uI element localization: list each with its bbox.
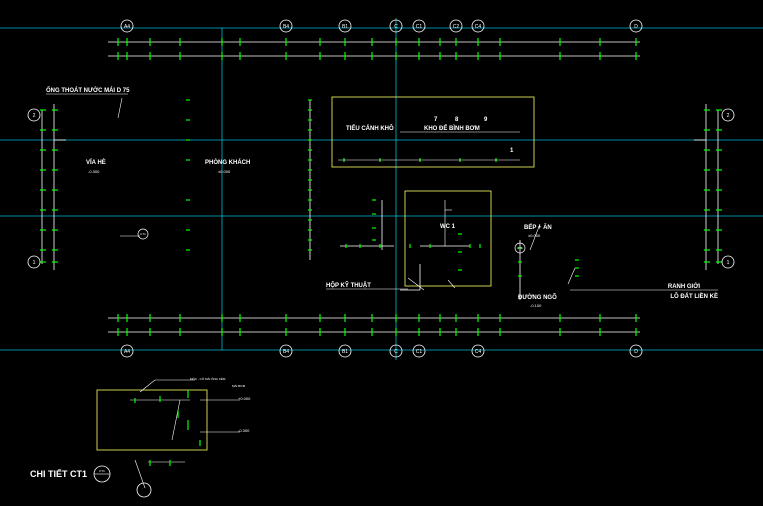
stair-step-8: 8	[455, 117, 459, 123]
top-axis-bubble-0: A4	[120, 19, 134, 33]
detail-title: CHI TIẾT CT1	[30, 469, 87, 479]
stair-lines	[117, 97, 576, 291]
ct1-marker-detail: CT1	[93, 465, 111, 483]
detail-circle	[136, 482, 152, 498]
stair-step-1: 1	[510, 148, 514, 154]
detail-level-bottom: -0.300	[238, 428, 250, 433]
dimension-ticks	[40, 38, 722, 336]
svg-text:CT1: CT1	[140, 232, 146, 236]
bottom-axis-bubble-5: C4	[471, 344, 485, 358]
top-axis-bubbles: A4 B4 B1 C C1 C2 C4 D	[120, 19, 643, 33]
bottom-axis-bubble-4: C1	[412, 344, 426, 358]
svg-text:C: C	[394, 349, 398, 355]
svg-text:D: D	[634, 349, 638, 355]
wc-box	[404, 190, 492, 287]
bottom-axis-bubble-6: D	[629, 344, 643, 358]
svg-text:2: 2	[727, 113, 730, 119]
svg-text:C4: C4	[475, 349, 482, 355]
detail-level-top: +0.000	[238, 396, 251, 401]
stair-step-9: 9	[484, 117, 488, 123]
side-axis-bubble-right-1: 1	[721, 255, 735, 269]
tech-box-label: HỘP KỸ THUẬT	[326, 281, 371, 289]
svg-text:C: C	[394, 24, 398, 30]
svg-text:C2: C2	[453, 24, 460, 30]
ct1-marker-kitchen: CT1	[514, 242, 526, 254]
alley-label: ĐƯỜNG NGÕ	[518, 293, 557, 301]
svg-text:C1: C1	[416, 349, 423, 355]
svg-text:2: 2	[33, 113, 36, 119]
side-axis-bubble-left-0: 2	[27, 108, 41, 122]
axis-grid	[0, 18, 763, 360]
boundary-label-2: LÔ ĐẤT LIỀN KỀ	[670, 292, 718, 300]
svg-text:B4: B4	[283, 349, 289, 355]
top-axis-bubble-6: C4	[471, 19, 485, 33]
alley-level: -0.100	[530, 303, 542, 308]
detail-ct1-box	[96, 389, 208, 451]
svg-text:A4: A4	[124, 349, 130, 355]
detail-ct1-ticks	[134, 390, 201, 466]
living-room-label: PHÒNG KHÁCH	[205, 158, 250, 166]
svg-text:B1: B1	[342, 24, 348, 30]
svg-text:C1: C1	[416, 24, 423, 30]
svg-text:C4: C4	[475, 24, 482, 30]
wall-outline	[41, 41, 719, 333]
svg-text:CT1: CT1	[99, 469, 105, 473]
detail-ct1-lines	[130, 379, 240, 489]
drain-pipe-label: ỐNG THOÁT NƯỚC MÁI D 75	[46, 86, 130, 94]
top-axis-bubble-1: B4	[279, 19, 293, 33]
svg-text:CT1: CT1	[517, 246, 523, 250]
stair-step-7: 7	[434, 117, 438, 123]
svg-text:1: 1	[33, 260, 36, 266]
svg-text:1: 1	[727, 260, 730, 266]
top-axis-bubble-2: B1	[338, 19, 352, 33]
side-axis-bubble-left-1: 1	[27, 255, 41, 269]
highlight-boxes	[96, 96, 535, 451]
boundary-label-1: RANH GIỚI	[668, 282, 700, 290]
drain-tank-label: KHO ĐỂ BÌNH BƠM	[424, 124, 480, 132]
top-axis-bubble-3: C	[389, 19, 403, 33]
svg-text:D: D	[634, 24, 638, 30]
detail-note-2: MẢI BƠM	[232, 383, 246, 388]
kitchen-level: ±0.000	[528, 233, 541, 238]
detail-note-1: MÓC - CỔ MÁI ỐNG KẼM	[190, 376, 226, 381]
kitchen-label: BẾP + ĂN	[524, 224, 552, 231]
ct1-marker-main: CT1	[137, 228, 149, 240]
dry-landscape-label: TIỂU CẢNH KHÔ	[346, 124, 394, 132]
svg-text:B1: B1	[342, 349, 348, 355]
top-axis-bubble-5: C2	[449, 19, 463, 33]
bottom-axis-bubble-0: A4	[120, 344, 134, 358]
bottom-axis-bubbles: A4 B4 B1 C C1 C4 D	[120, 344, 643, 358]
sidewalk-level: -0.300	[88, 169, 100, 174]
landscape-box	[331, 96, 535, 168]
svg-text:A4: A4	[124, 24, 130, 30]
bottom-axis-bubble-3: C	[389, 344, 403, 358]
top-axis-bubble-7: D	[629, 19, 643, 33]
side-axis-bubble-right-0: 2	[721, 108, 735, 122]
wc-label: WC 1	[440, 224, 456, 230]
living-room-level: ±0.000	[218, 169, 231, 174]
svg-text:B4: B4	[283, 24, 289, 30]
bottom-axis-bubble-1: B4	[279, 344, 293, 358]
sidewalk-label: VỈA HÈ	[86, 158, 106, 166]
top-axis-bubble-4: C1	[412, 19, 426, 33]
bottom-axis-bubble-2: B1	[338, 344, 352, 358]
side-axis-bubbles: 2 2 1 1	[27, 108, 735, 269]
